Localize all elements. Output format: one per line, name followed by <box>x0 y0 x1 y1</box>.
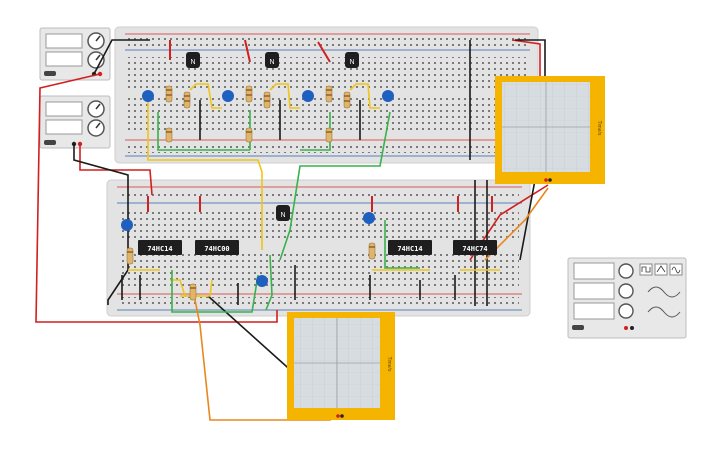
wire-green[interactable] <box>279 111 391 261</box>
probe-wire[interactable] <box>484 187 549 261</box>
ground-terminal[interactable] <box>548 178 552 182</box>
capacitor[interactable] <box>382 90 394 102</box>
resistor-bands <box>127 89 375 289</box>
transistor-q2[interactable]: N <box>265 52 279 68</box>
chip-label: 74HC14 <box>397 245 422 253</box>
wire-black[interactable] <box>207 295 297 376</box>
transistor-label: N <box>269 59 274 66</box>
wire-red[interactable] <box>35 73 278 323</box>
wire-yellow[interactable] <box>147 95 263 250</box>
sine-preview-icon <box>647 306 681 318</box>
capacitor[interactable] <box>302 90 314 102</box>
transistor-q3[interactable]: N <box>345 52 359 68</box>
transistors: N N N N <box>186 52 359 221</box>
chip-74hc00[interactable]: 74HC00 <box>195 240 239 255</box>
ground-terminal[interactable] <box>630 326 634 330</box>
chip-74hc74[interactable]: 74HC74 <box>453 240 497 255</box>
transistor-label: N <box>190 59 195 66</box>
capacitors <box>121 90 394 287</box>
scope-side-label: Time/s <box>596 121 602 136</box>
resistor[interactable] <box>245 85 253 103</box>
power-supply-2[interactable] <box>39 95 111 149</box>
wire-black[interactable] <box>515 39 546 80</box>
resistor[interactable] <box>343 91 351 109</box>
frequency-knob-icon[interactable] <box>618 263 634 279</box>
ground-terminal[interactable] <box>340 414 344 418</box>
logic-chips: 74HC14 74HC00 74HC14 74HC74 <box>138 240 497 255</box>
resistor[interactable] <box>263 91 271 109</box>
oscilloscope-bottom[interactable]: Time/s <box>287 312 395 420</box>
power-supply-1[interactable] <box>39 27 111 81</box>
transistor-label: N <box>349 59 354 66</box>
function-generator[interactable] <box>567 257 687 339</box>
resistor[interactable] <box>325 85 333 103</box>
power-switch[interactable] <box>44 140 56 145</box>
resistor[interactable] <box>325 127 333 143</box>
resistor[interactable] <box>165 127 173 143</box>
wire-red[interactable] <box>79 144 153 196</box>
power-switch[interactable] <box>44 71 56 76</box>
wire-red[interactable] <box>511 39 541 78</box>
offset-knob-icon[interactable] <box>618 303 634 319</box>
resistor[interactable] <box>189 283 197 301</box>
chip-label: 74HC00 <box>204 245 229 253</box>
chip-74hc14-b[interactable]: 74HC14 <box>388 240 432 255</box>
resistor[interactable] <box>165 85 173 103</box>
chip-label: 74HC74 <box>462 245 487 253</box>
resistor[interactable] <box>183 91 191 109</box>
resistor[interactable] <box>368 242 376 260</box>
capacitor[interactable] <box>256 275 268 287</box>
output-terminal[interactable] <box>624 326 628 330</box>
resistor[interactable] <box>245 127 253 143</box>
power-switch[interactable] <box>572 325 584 330</box>
chip-label: 74HC14 <box>147 245 172 253</box>
transistor-label: N <box>280 212 285 219</box>
probe-terminal[interactable] <box>336 414 340 418</box>
chip-74hc14-a[interactable]: 74HC14 <box>138 240 182 255</box>
triangle-wave-icon[interactable] <box>654 263 668 276</box>
capacitor[interactable] <box>363 212 375 224</box>
capacitor[interactable] <box>121 219 133 231</box>
probe-terminal[interactable] <box>544 178 548 182</box>
wire-green[interactable] <box>157 112 250 151</box>
capacitor[interactable] <box>142 90 154 102</box>
breadboard-bottom[interactable] <box>106 179 531 317</box>
transistor-q1[interactable]: N <box>186 52 200 68</box>
transistor-q4[interactable]: N <box>276 205 290 221</box>
resistor[interactable] <box>126 247 134 265</box>
amplitude-knob-icon[interactable] <box>618 283 634 299</box>
sine-preview-icon <box>647 286 681 298</box>
scope-side-label: Time/s <box>386 357 392 372</box>
wire-black[interactable] <box>93 39 150 75</box>
oscilloscope-right[interactable]: Time/s <box>495 76 605 184</box>
capacitor[interactable] <box>222 90 234 102</box>
